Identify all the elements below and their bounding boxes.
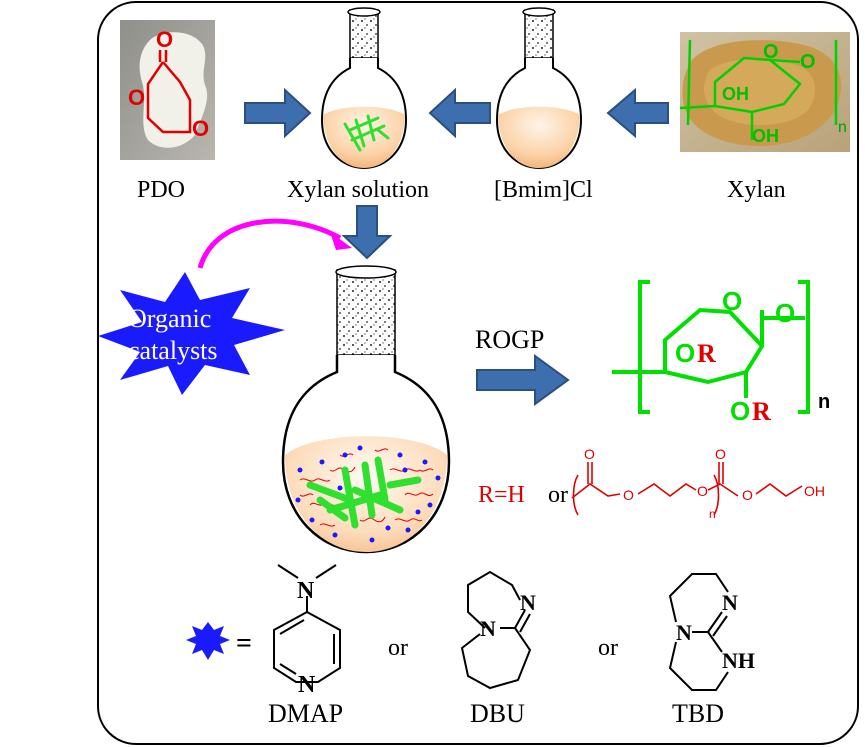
label-catalysts: catalysts bbox=[128, 336, 218, 365]
product-o-link: O bbox=[775, 298, 795, 328]
dbu-n2: N bbox=[480, 616, 496, 641]
xylan-n: n bbox=[838, 119, 847, 136]
dbu-structure bbox=[460, 570, 532, 690]
side-o1: O bbox=[584, 446, 595, 462]
arrow-solution-down bbox=[341, 205, 393, 260]
label-rogp: ROGP bbox=[475, 325, 544, 354]
organic-catalysts-star bbox=[98, 272, 285, 395]
label-xylan-solution: Xylan solution bbox=[287, 177, 429, 203]
xylan-oh1: OH bbox=[722, 84, 749, 104]
arrow-pdo-to-solution bbox=[244, 87, 312, 139]
pdo-o-ring1: O bbox=[128, 85, 145, 110]
product-o1: O bbox=[675, 338, 695, 368]
label-or-1: or bbox=[388, 635, 408, 661]
pdo-structure bbox=[146, 50, 192, 134]
tbd-n2: N bbox=[676, 620, 692, 645]
product-o-ring: O bbox=[722, 286, 742, 316]
label-dbu: DBU bbox=[470, 699, 525, 728]
label-xylan: Xylan bbox=[727, 177, 786, 203]
label-dmap: DMAP bbox=[268, 699, 343, 728]
side-o4: O bbox=[715, 446, 726, 462]
xylan-o-ring: O bbox=[763, 41, 779, 63]
side-o2: O bbox=[623, 487, 634, 503]
outer-frame bbox=[97, 1, 859, 745]
side-o5: O bbox=[742, 487, 753, 503]
flask-xylan-solution bbox=[320, 7, 408, 170]
label-tbd: TBD bbox=[672, 699, 724, 728]
side-n: n bbox=[709, 507, 716, 521]
catalyst-small-star bbox=[186, 622, 230, 660]
pdo-photo: O O O bbox=[120, 20, 215, 160]
tbd-structure bbox=[668, 573, 729, 691]
tbd-n1: N bbox=[722, 590, 738, 615]
dbu-n1: N bbox=[520, 590, 536, 615]
arrow-xylan-to-bmim bbox=[606, 87, 669, 139]
flask-reaction bbox=[281, 265, 451, 554]
side-o3: O bbox=[697, 483, 708, 499]
xylan-o-link: O bbox=[800, 51, 816, 73]
pdo-o-carbonyl: O bbox=[156, 27, 173, 52]
label-equals: = bbox=[236, 628, 252, 659]
dmap-structure bbox=[273, 564, 341, 683]
label-r-eq-h: R=H bbox=[478, 482, 525, 508]
catalyst-curved-arrow bbox=[197, 218, 342, 269]
pdo-o-ring2: O bbox=[192, 116, 209, 141]
label-or-2: or bbox=[598, 635, 618, 661]
product-n: n bbox=[818, 391, 830, 413]
label-pdo: PDO bbox=[137, 177, 185, 203]
product-structure bbox=[612, 280, 810, 414]
product-r1: R bbox=[697, 339, 716, 368]
xylan-photo: O O OH OH n bbox=[679, 32, 850, 152]
xylan-structure bbox=[679, 39, 838, 140]
tbd-nh: NH bbox=[722, 648, 755, 673]
arrow-rogp bbox=[476, 354, 570, 406]
label-or-side: or bbox=[548, 482, 568, 508]
dmap-n-ring: N bbox=[298, 672, 316, 698]
product-o2: O bbox=[730, 396, 750, 426]
label-organic: Organic bbox=[128, 304, 211, 333]
flask-bmim-cl bbox=[495, 7, 583, 170]
label-bmim-cl: [Bmim]Cl bbox=[494, 177, 593, 203]
arrow-bmim-to-solution bbox=[428, 87, 491, 139]
product-r2: R bbox=[752, 397, 771, 426]
side-oh: OH bbox=[804, 483, 825, 499]
xylan-oh2: OH bbox=[752, 126, 779, 146]
side-chain-structure bbox=[571, 462, 803, 516]
dmap-n-top: N bbox=[297, 578, 315, 604]
